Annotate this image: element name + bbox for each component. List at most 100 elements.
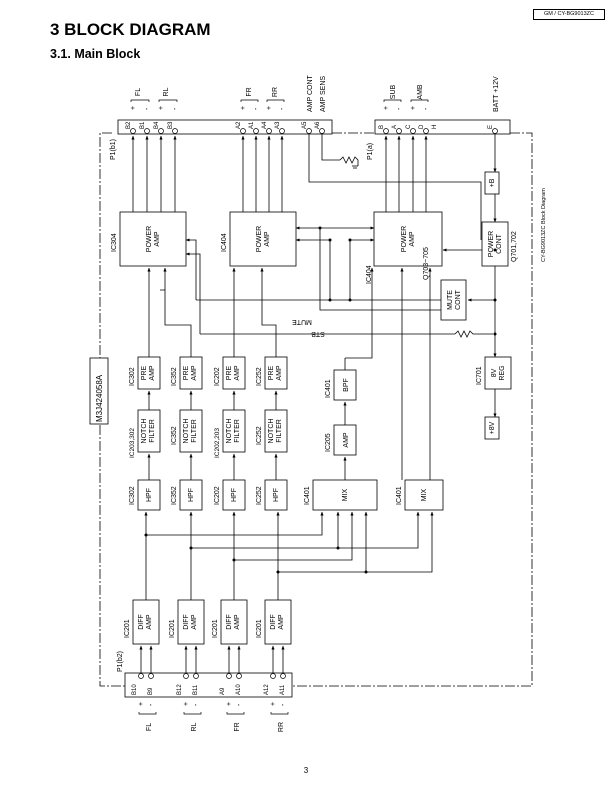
pin-label: B11	[193, 684, 199, 695]
block-ref: IC302	[129, 486, 136, 505]
sign-minus: -	[423, 107, 430, 110]
label-rr-top: RR	[272, 87, 279, 97]
sign-plus: +	[270, 702, 277, 706]
block-ref: IC202	[214, 367, 221, 386]
block-label: POWER	[401, 226, 408, 252]
block-ref: IC201	[169, 619, 176, 638]
block-label: HPF	[188, 488, 195, 502]
input-to-diff	[139, 645, 285, 673]
block-ref: IC202	[214, 486, 221, 505]
block-label: PRE	[141, 365, 148, 380]
block-label: FILTER	[149, 419, 156, 443]
power-amp-block-2	[229, 211, 297, 267]
block-label: 8V	[491, 368, 498, 377]
plus-b-box	[484, 171, 500, 195]
plus-8v-box	[484, 416, 500, 440]
block-ref: IC302	[129, 367, 136, 386]
pin-label: A10	[236, 684, 242, 695]
connector-label-p1-a: P1(a)	[367, 143, 374, 160]
sign-plus: +	[266, 106, 273, 110]
plus-8v-label: +8V	[489, 421, 496, 434]
pin-label: D	[419, 124, 425, 129]
stb-label: STB	[311, 330, 325, 337]
block-ref: Q701,702	[511, 231, 518, 262]
block-ref: IC252	[256, 486, 263, 505]
pin-label: B12	[177, 684, 183, 695]
pin-label: B1	[140, 121, 146, 129]
block-label: AMP	[234, 614, 241, 630]
label-batt: BATT +12V	[493, 76, 500, 112]
label-amb: AMB	[417, 84, 424, 100]
pin-label: A4	[262, 121, 268, 129]
sign-plus: +	[226, 702, 233, 706]
bottom-pin-circles	[138, 673, 286, 679]
connector-label-p1-b2: P1(b2)	[117, 651, 124, 672]
group-brackets	[130, 99, 429, 715]
pin-label: C	[406, 124, 412, 129]
block-ref: IC201	[124, 619, 131, 638]
block-label: AMP	[234, 365, 241, 381]
power-amp-outputs	[131, 135, 428, 212]
block-label: FILTER	[234, 419, 241, 443]
diff-to-hpf	[144, 511, 434, 600]
pin-label: B4	[154, 121, 160, 129]
block-ref: IC205	[325, 433, 332, 452]
block-ref: IC352	[171, 367, 178, 386]
block-label: NOTCH	[226, 419, 233, 444]
block-label: AMP	[149, 365, 156, 381]
block-label: HPF	[231, 488, 238, 502]
label-rl-top: RL	[163, 87, 170, 96]
block-label: POWER	[256, 226, 263, 252]
block-label: NOTCH	[268, 419, 275, 444]
page-number: 3	[303, 766, 309, 775]
junction-dots	[144, 226, 497, 574]
sign-plus: +	[183, 702, 190, 706]
pin-label: B2	[126, 121, 132, 129]
sign-minus: -	[144, 107, 151, 110]
batt-lines	[442, 134, 497, 418]
block-label: POWER	[146, 226, 153, 252]
power-amp-block-3	[373, 211, 443, 267]
block-ref: IC202,203	[214, 428, 221, 458]
pin-label: A2	[236, 121, 242, 129]
reg-block	[484, 356, 512, 390]
sign-plus: +	[410, 106, 417, 110]
connector-p1-a	[374, 119, 511, 135]
pin-label: B	[379, 125, 385, 129]
block-label: CONT	[496, 233, 503, 254]
block-label: PRE	[226, 365, 233, 380]
block-label: DIFF	[138, 614, 145, 630]
block-label: PRE	[268, 365, 275, 380]
mute-cont-block	[440, 279, 467, 321]
pin-label: A	[392, 125, 398, 129]
pin-label: E	[488, 125, 494, 129]
pin-label: A3	[275, 121, 281, 129]
sign-minus: -	[193, 703, 200, 706]
label-fl-bottom: FL	[146, 723, 153, 731]
pin-label: B3	[168, 121, 174, 129]
pin-label: B10	[132, 684, 138, 695]
label-amp-cont: AMP CONT	[307, 74, 314, 112]
sign-plus: +	[240, 106, 247, 110]
block-label: DIFF	[270, 614, 277, 630]
block-label: CONT	[455, 289, 462, 310]
board-number-box	[89, 357, 109, 425]
sign-plus: +	[383, 106, 390, 110]
pin-label: A11	[280, 684, 286, 695]
block-ref: IC252	[256, 426, 263, 445]
label-sub: SUB	[390, 84, 397, 99]
block-label: NOTCH	[183, 419, 190, 444]
block-label: DIFF	[226, 614, 233, 630]
board-number: M3J424058A	[95, 374, 104, 422]
block-ref: IC401	[325, 379, 332, 398]
sign-plus: +	[130, 106, 137, 110]
block-ref: IC352	[171, 486, 178, 505]
block-label: HPF	[146, 488, 153, 502]
pin-label: A6	[315, 121, 321, 129]
block-label: AMP	[276, 365, 283, 381]
pin-label: A9	[220, 687, 226, 695]
label-fr-top: FR	[246, 87, 253, 96]
block-label: HPF	[273, 488, 280, 502]
label-rl-bottom: RL	[191, 722, 198, 731]
sign-minus: -	[280, 703, 287, 706]
